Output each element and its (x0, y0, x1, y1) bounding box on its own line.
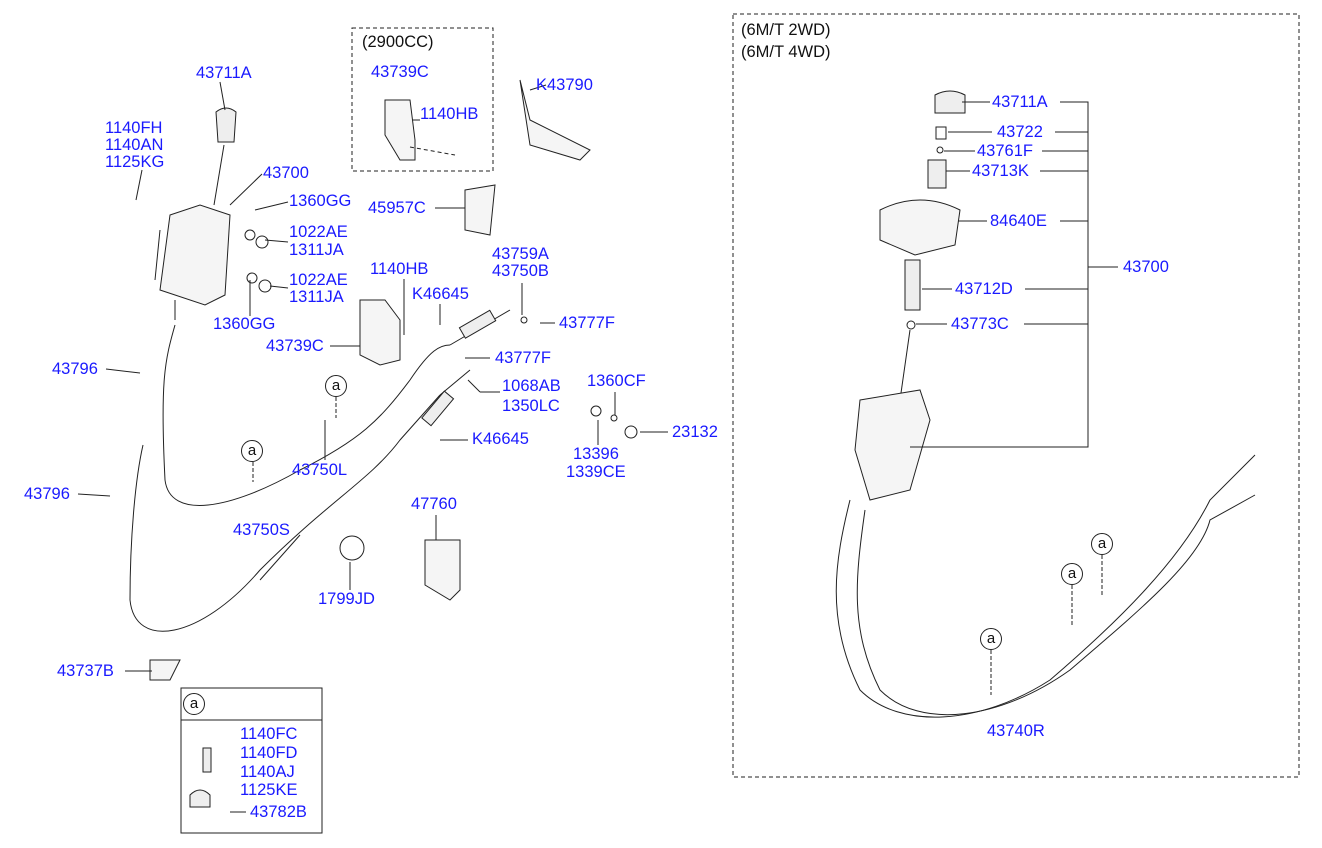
label-nut[interactable]: 1022AE (289, 271, 348, 289)
label-bolt[interactable]: 1125KG (105, 153, 165, 171)
label-heat-shield[interactable]: 45957C (368, 199, 426, 217)
label-lever[interactable]: 43712D (955, 280, 1013, 298)
label-knob[interactable]: 43711A (992, 93, 1048, 111)
label-nut[interactable]: 1311JA (289, 241, 344, 259)
label-bracket[interactable]: 43739C (266, 337, 324, 355)
label-cable[interactable]: 43750L (292, 461, 348, 479)
label-lever[interactable]: 43713K (972, 162, 1029, 180)
label-washer[interactable]: 1360GG (213, 315, 276, 333)
label-ring[interactable]: 43773C (951, 315, 1009, 333)
label-clamp[interactable]: 1799JD (318, 590, 375, 608)
label-bolt[interactable]: 1140HB (420, 105, 479, 123)
label-knob[interactable]: 43711A (196, 64, 252, 82)
label-bolt[interactable]: 1140FH (105, 119, 163, 137)
variant-box-6mt (732, 13, 1300, 778)
detail-marker: a (325, 375, 347, 397)
label-ball[interactable]: 43761F (977, 142, 1033, 160)
label-clip-pin[interactable]: 43777F (495, 349, 551, 367)
label-washer-set[interactable]: 1068AB (502, 377, 561, 395)
label-bracket[interactable]: 43737B (57, 662, 114, 680)
label-bolt[interactable]: 1140FD (240, 744, 298, 762)
label-bushing[interactable]: 43759A (492, 245, 549, 263)
variant-box-2900cc (351, 27, 494, 172)
detail-marker: a (1091, 533, 1113, 555)
label-bracket[interactable]: K43790 (536, 76, 593, 94)
label-clip[interactable]: K46645 (412, 285, 469, 303)
detail-marker: a (980, 628, 1002, 650)
label-clip-pin[interactable]: 43777F (559, 314, 615, 332)
label-retainer[interactable]: 43796 (24, 485, 70, 503)
label-clip[interactable]: 43782B (250, 803, 307, 821)
label-clip[interactable]: K46645 (472, 430, 529, 448)
label-bolt[interactable]: 1140FC (240, 725, 298, 743)
label-assembly[interactable]: 43700 (1123, 258, 1169, 276)
label-bolt[interactable]: 1140AN (105, 136, 164, 154)
label-bushing[interactable]: 23132 (672, 423, 718, 441)
label-washer-set[interactable]: 1350LC (502, 397, 560, 415)
variant-title: (6M/T 4WD) (741, 43, 831, 61)
label-shifter[interactable]: 43700 (263, 164, 309, 182)
label-spring[interactable]: 43722 (997, 123, 1043, 141)
label-bolt[interactable]: 1125KE (240, 781, 298, 799)
label-cable[interactable]: 43740R (987, 722, 1045, 740)
label-nut[interactable]: 1360CF (587, 372, 646, 390)
variant-title: (2900CC) (362, 33, 434, 51)
label-bolt[interactable]: 1140AJ (240, 763, 295, 781)
label-boot[interactable]: 84640E (990, 212, 1047, 230)
detail-marker: a (183, 693, 205, 715)
label-bracket[interactable]: 43739C (371, 63, 429, 81)
label-cable[interactable]: 43750S (233, 521, 290, 539)
label-nut[interactable]: 1022AE (289, 223, 348, 241)
detail-marker: a (1061, 563, 1083, 585)
variant-title: (6M/T 2WD) (741, 21, 831, 39)
label-nut[interactable]: 13396 (573, 445, 619, 463)
detail-marker: a (241, 440, 263, 462)
label-washer[interactable]: 1360GG (289, 192, 352, 210)
label-bolt[interactable]: 1140HB (370, 260, 429, 278)
label-bracket[interactable]: 47760 (411, 495, 457, 513)
label-nut[interactable]: 1311JA (289, 288, 344, 306)
label-bushing[interactable]: 43750B (492, 262, 549, 280)
label-retainer[interactable]: 43796 (52, 360, 98, 378)
detail-a-box (180, 687, 323, 834)
label-nut[interactable]: 1339CE (566, 463, 626, 481)
